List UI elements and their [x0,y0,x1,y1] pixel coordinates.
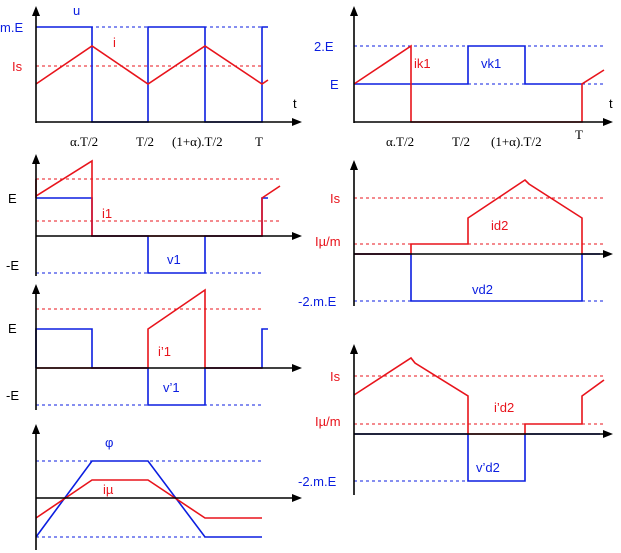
tick-alpha-half-t: α.T/2 [386,134,414,149]
minus-e-level-label: -E [6,388,19,403]
y-axis-arrow [350,344,358,354]
t-axis-arrow [292,232,302,240]
tick-half-t: T/2 [136,134,154,149]
t-axis-arrow [292,364,302,372]
e-level-label: E [8,191,17,206]
t-axis-arrow [603,250,613,258]
e-level-label: E [8,321,17,336]
panel-5: E -E i’1 v’1 [6,284,302,410]
id2p-label: i’d2 [494,400,514,415]
tick-alpha-half-t: α.T/2 [70,134,98,149]
vd2p-label: v’d2 [476,460,500,475]
i1-label: i1 [102,206,112,221]
panel-2: t 2.E E ik1 vk1 α.T/2 T/2 (1+α).T/2 T [314,6,613,149]
u-voltage-wave [36,26,268,123]
v1p-label: v’1 [163,380,180,395]
y-axis-arrow [350,6,358,16]
id2p-current-wave [353,356,605,435]
phi-label: φ [105,435,113,450]
u-label: u [73,3,80,18]
2e-level-label: 2.E [314,39,334,54]
is-level-label: Is [330,369,341,384]
y-axis-arrow [32,424,40,434]
y-axis-arrow [32,6,40,16]
t-label: t [293,96,297,111]
panel-4: Is Iµ/m -2.m.E id2 vd2 [298,160,613,309]
panel-7: φ iµ [32,424,302,550]
vd2-label: vd2 [472,282,493,297]
minus-e-level-label: -E [6,258,19,273]
e-level-label: E [330,77,339,92]
t-axis-arrow [292,118,302,126]
me-level-label: m.E [0,20,23,35]
vk1-voltage-wave [354,45,582,85]
imu-current-wave [35,479,262,519]
is-level-label: Is [330,191,341,206]
tick-t: T [575,127,583,142]
imu-level-label: Iµ/m [315,414,341,429]
m2e-level-label: -2.m.E [298,474,337,489]
ik1-label: ik1 [414,56,431,71]
y-axis-arrow [350,160,358,170]
tick-half-t: T/2 [452,134,470,149]
i-current-wave [35,45,269,85]
t-axis-arrow [603,118,613,126]
id2-label: id2 [491,218,508,233]
v1-label: v1 [167,252,181,267]
is-level-label: Is [12,59,23,74]
imu-level-label: Iµ/m [315,234,341,249]
tick-one-plus-alpha: (1+α).T/2 [172,134,223,149]
tick-t: T [255,134,263,149]
t-axis-arrow [603,430,613,438]
id2-current-wave [354,178,583,255]
vk1-label: vk1 [481,56,501,71]
i-label: i [113,35,116,50]
v1p-voltage-wave [35,328,268,406]
y-axis-arrow [32,154,40,164]
panel-3: E -E i1 v1 [6,154,302,276]
y-axis-arrow [32,284,40,294]
i1p-label: i’1 [158,344,171,359]
panel-1: u t m.E Is i α.T/2 T/2 (1+α).T/2 T [0,3,302,149]
tick-one-plus-alpha: (1+α).T/2 [491,134,542,149]
t-label: t [609,96,613,111]
panel-6: Is Iµ/m -2.m.E i’d2 v’d2 [298,344,613,495]
phi-flux-wave [35,460,262,538]
imu-label: iµ [103,482,114,497]
m2e-level-label: -2.m.E [298,294,337,309]
t-axis-arrow [292,494,302,502]
